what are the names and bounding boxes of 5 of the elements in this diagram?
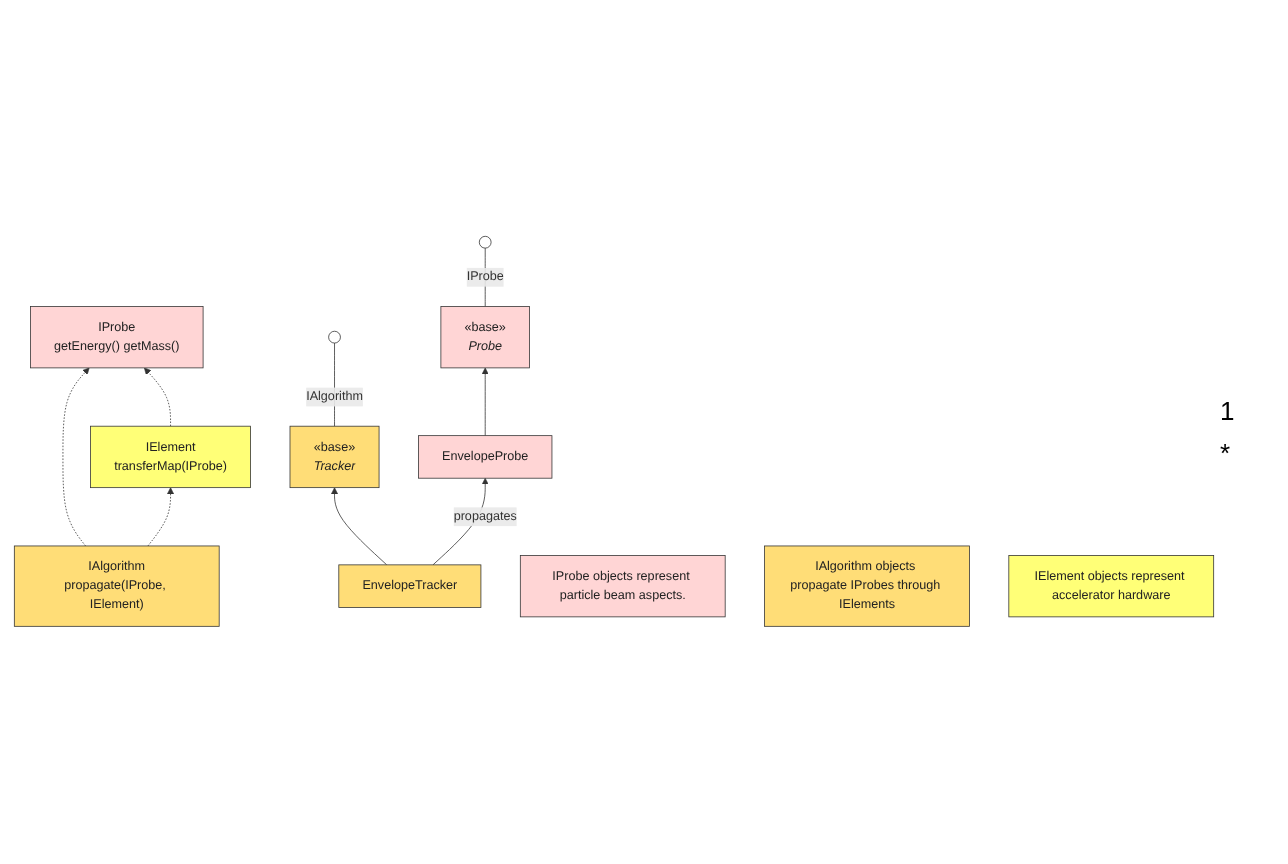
connector: [484, 248, 486, 308]
node-circle: [328, 331, 341, 345]
multiplicity-label: 1: [1220, 396, 1237, 426]
multiplicity-label: *: [1220, 438, 1233, 468]
node-circle: [478, 236, 492, 250]
